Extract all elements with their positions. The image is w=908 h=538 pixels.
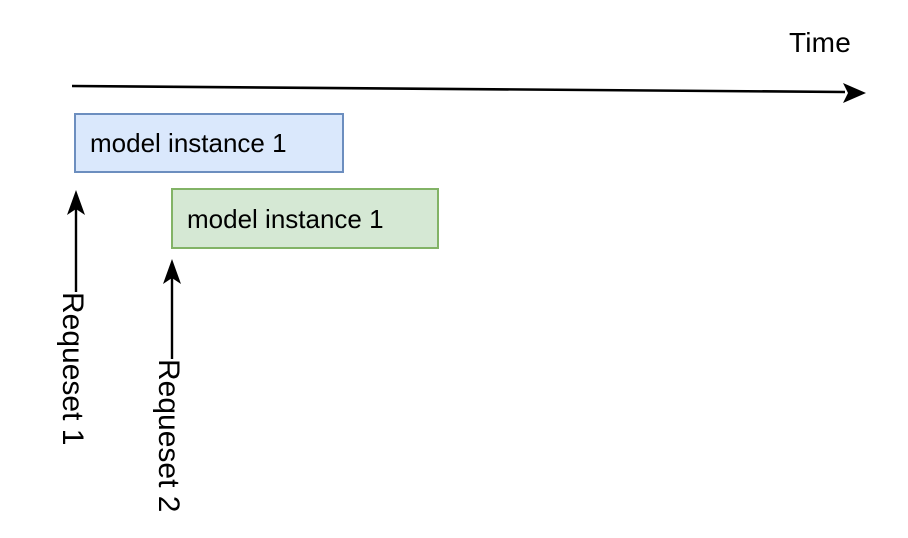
model-instance-box-2-label: model instance 1 (187, 203, 384, 234)
request-2-arrow (163, 259, 181, 359)
request-1-arrow (67, 190, 85, 292)
model-instance-box-1-label: model instance 1 (90, 128, 287, 158)
request-1-label: Requeset 1 (56, 292, 89, 446)
request-2-label: Requeset 2 (152, 359, 185, 513)
model-instance-box-2: model instance 1 (171, 188, 439, 249)
model-instance-box-1: model instance 1 (74, 113, 344, 173)
time-axis-label: Time (789, 27, 851, 58)
time-axis-arrow (71, 83, 866, 103)
